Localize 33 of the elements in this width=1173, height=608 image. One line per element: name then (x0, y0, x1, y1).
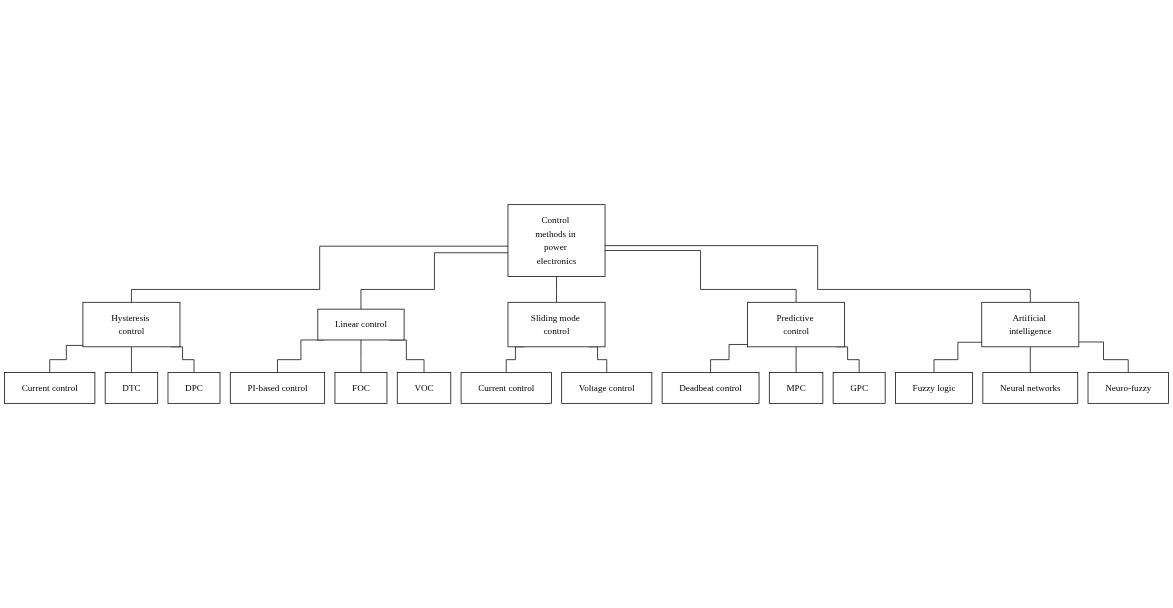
node-box: Fuzzy logic (895, 372, 973, 404)
node-box: Current control (460, 372, 552, 404)
node-box: VOC (396, 372, 452, 404)
node-box: GPC (832, 372, 886, 404)
node-box: DPC (167, 372, 221, 404)
node-box: Predictive control (747, 301, 845, 348)
node-box: Current control (4, 372, 96, 404)
connector (131, 346, 132, 373)
node-box: Artificial intelligence (981, 301, 1080, 348)
connector (360, 339, 362, 373)
connector (795, 346, 797, 373)
connector (1078, 341, 1129, 373)
connector (360, 252, 509, 310)
node-box: DTC (104, 372, 159, 404)
node-box: PI-based control (229, 372, 326, 404)
node-box: Neuro-fuzzy (1087, 372, 1169, 404)
node-box: Linear control (317, 308, 405, 341)
node-box: FOC (334, 372, 388, 404)
node-box: Neural networks (982, 372, 1079, 404)
node-box: Control methods in power electronics (507, 204, 606, 277)
connector (1029, 346, 1031, 373)
connector (933, 341, 983, 373)
connector (556, 276, 557, 303)
node-box: Deadbeat control (661, 372, 760, 404)
connector (604, 250, 797, 303)
node-box: MPC (768, 372, 824, 404)
node-box: Voltage control (561, 372, 653, 404)
connector (710, 344, 748, 373)
connector (49, 345, 84, 373)
node-box: Sliding mode control (507, 301, 606, 348)
connector (604, 245, 1031, 303)
node-box: Hysteresis control (82, 301, 181, 348)
connector (131, 245, 509, 303)
